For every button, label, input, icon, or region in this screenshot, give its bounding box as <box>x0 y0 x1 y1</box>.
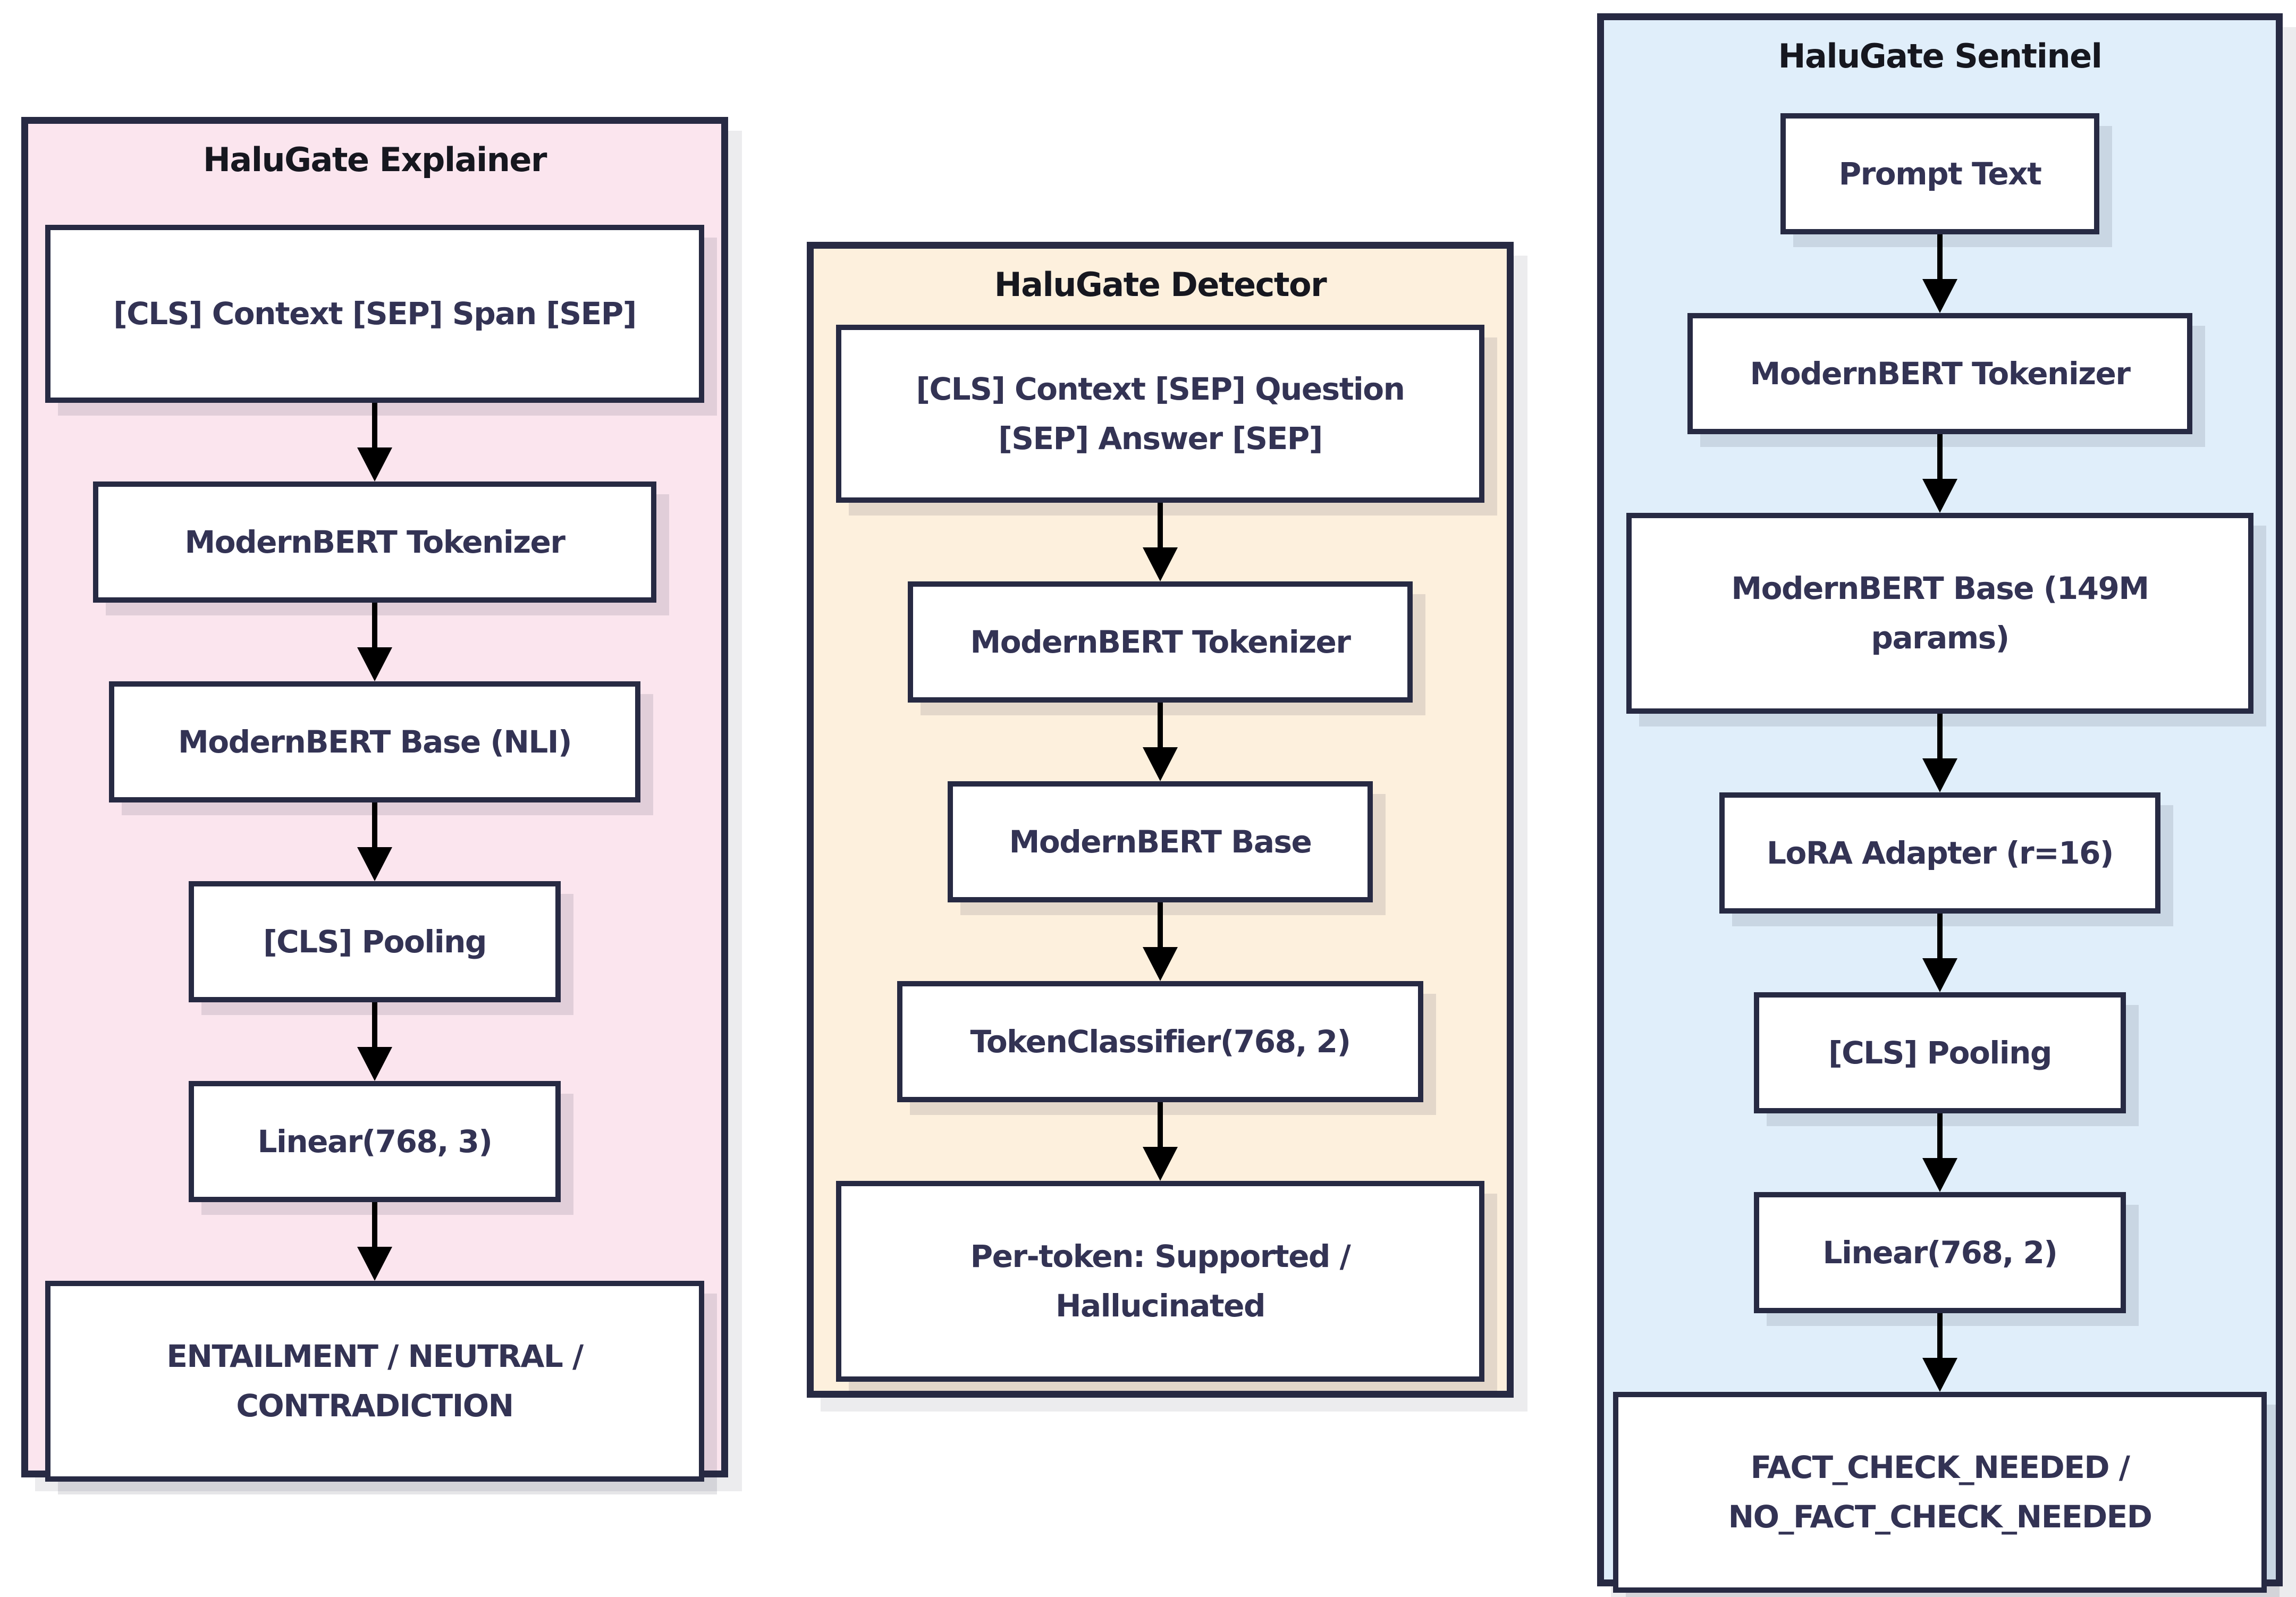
arrow-head-icon <box>1922 279 1957 313</box>
arrow-down-icon <box>1921 714 1959 792</box>
arrow-down-icon <box>1921 1113 1959 1192</box>
arrow-line <box>1937 1113 1943 1158</box>
node-cls-pooling: [CLS] Pooling <box>1754 992 2126 1113</box>
panel-halugate-detector: HaluGate Detector [CLS] Context [SEP] Qu… <box>807 242 1514 1398</box>
node-tokenclassifier-768-2: TokenClassifier(768, 2) <box>897 981 1423 1102</box>
arrow-head-icon <box>357 447 392 481</box>
node-label: Per-token: Supported / Hallucinated <box>970 1238 1351 1324</box>
arrow-head-icon <box>1143 947 1178 981</box>
arrow-line <box>1158 703 1163 747</box>
node-label: [CLS] Context [SEP] Span [SEP] <box>113 295 637 332</box>
node-prompt-text: Prompt Text <box>1780 113 2099 234</box>
node-modernbert-base: ModernBERT Base <box>948 781 1373 902</box>
arrow-line <box>1937 234 1943 279</box>
node-modernbert-tokenizer: ModernBERT Tokenizer <box>908 581 1413 703</box>
node-label: Linear(768, 3) <box>257 1123 493 1160</box>
arrow-head-icon <box>1922 758 1957 792</box>
node-label: ModernBERT Tokenizer <box>1750 355 2131 392</box>
arrow-head-icon <box>1922 1358 1957 1392</box>
arrow-line <box>1937 914 1943 958</box>
panel-title-explainer: HaluGate Explainer <box>203 140 547 179</box>
panel-halugate-sentinel: HaluGate Sentinel Prompt Text ModernBERT… <box>1597 13 2283 1593</box>
arrow-line <box>1158 1102 1163 1147</box>
arrow-line <box>1937 714 1943 758</box>
arrow-down-icon <box>356 802 393 881</box>
arrow-line <box>372 1002 377 1047</box>
arrow-head-icon <box>1143 747 1178 781</box>
arrow-head-icon <box>1922 1158 1957 1192</box>
node-modernbert-tokenizer: ModernBERT Tokenizer <box>93 481 656 603</box>
node-label: ModernBERT Base <box>1009 823 1312 860</box>
node-label: [CLS] Pooling <box>1828 1034 2052 1071</box>
arrow-down-icon <box>1921 1313 1959 1392</box>
node-label: ModernBERT Tokenizer <box>970 623 1351 660</box>
node-label: ModernBERT Base (NLI) <box>178 723 572 760</box>
node-label: Linear(768, 2) <box>1822 1234 2058 1271</box>
arrow-line <box>1158 902 1163 947</box>
arrow-head-icon <box>1143 547 1178 581</box>
node-fact-check-needed-output: FACT_CHECK_NEEDED / NO_FACT_CHECK_NEEDED <box>1613 1392 2267 1593</box>
arrow-down-icon <box>356 1002 393 1081</box>
node-cls-context-question-answer: [CLS] Context [SEP] Question [SEP] Answe… <box>836 325 1484 503</box>
arrow-head-icon <box>1922 958 1957 992</box>
arrow-head-icon <box>357 1047 392 1081</box>
arrow-head-icon <box>357 1247 392 1281</box>
arrow-head-icon <box>1922 479 1957 513</box>
arrow-line <box>1937 434 1943 479</box>
panel-title-sentinel: HaluGate Sentinel <box>1778 37 2103 75</box>
node-label: FACT_CHECK_NEEDED / NO_FACT_CHECK_NEEDED <box>1728 1449 2152 1535</box>
node-label: LoRA Adapter (r=16) <box>1767 834 2114 871</box>
node-modernbert-tokenizer: ModernBERT Tokenizer <box>1687 313 2192 434</box>
panel-title-detector: HaluGate Detector <box>994 265 1327 304</box>
node-label: [CLS] Pooling <box>263 923 487 960</box>
node-label: ModernBERT Base (149M params) <box>1731 570 2149 656</box>
arrow-head-icon <box>357 847 392 881</box>
arrow-down-icon <box>1142 503 1179 581</box>
arrow-line <box>1937 1313 1943 1358</box>
node-label: Prompt Text <box>1838 155 2042 192</box>
arrow-line <box>372 603 377 647</box>
arrow-down-icon <box>356 1202 393 1281</box>
arrow-down-icon <box>1142 703 1179 781</box>
panel-halugate-explainer: HaluGate Explainer [CLS] Context [SEP] S… <box>21 117 728 1482</box>
arrow-down-icon <box>1142 902 1179 981</box>
node-per-token-supported-hallucinated: Per-token: Supported / Hallucinated <box>836 1181 1484 1382</box>
node-label: ModernBERT Tokenizer <box>184 523 565 560</box>
node-lora-adapter-r16: LoRA Adapter (r=16) <box>1719 792 2160 914</box>
arrow-line <box>1158 503 1163 547</box>
arrow-down-icon <box>356 603 393 681</box>
node-modernbert-base-149m-params: ModernBERT Base (149M params) <box>1626 513 2253 714</box>
node-entailment-neutral-contradiction: ENTAILMENT / NEUTRAL / CONTRADICTION <box>45 1281 704 1482</box>
node-cls-pooling: [CLS] Pooling <box>189 881 561 1002</box>
arrow-line <box>372 802 377 847</box>
node-linear-768-3: Linear(768, 3) <box>189 1081 561 1202</box>
arrow-down-icon <box>1142 1102 1179 1181</box>
node-modernbert-base-nli: ModernBERT Base (NLI) <box>109 681 640 802</box>
arrow-down-icon <box>1921 914 1959 992</box>
arrow-down-icon <box>356 403 393 481</box>
arrow-down-icon <box>1921 434 1959 513</box>
arrow-down-icon <box>1921 234 1959 313</box>
node-cls-context-sep-span: [CLS] Context [SEP] Span [SEP] <box>45 225 704 403</box>
node-label: [CLS] Context [SEP] Question [SEP] Answe… <box>916 370 1405 457</box>
arrow-head-icon <box>1143 1147 1178 1181</box>
arrow-line <box>372 1202 377 1247</box>
node-label: TokenClassifier(768, 2) <box>970 1023 1351 1060</box>
node-label: ENTAILMENT / NEUTRAL / CONTRADICTION <box>166 1338 584 1424</box>
arrow-line <box>372 403 377 447</box>
node-linear-768-2: Linear(768, 2) <box>1754 1192 2126 1313</box>
arrow-head-icon <box>357 647 392 681</box>
